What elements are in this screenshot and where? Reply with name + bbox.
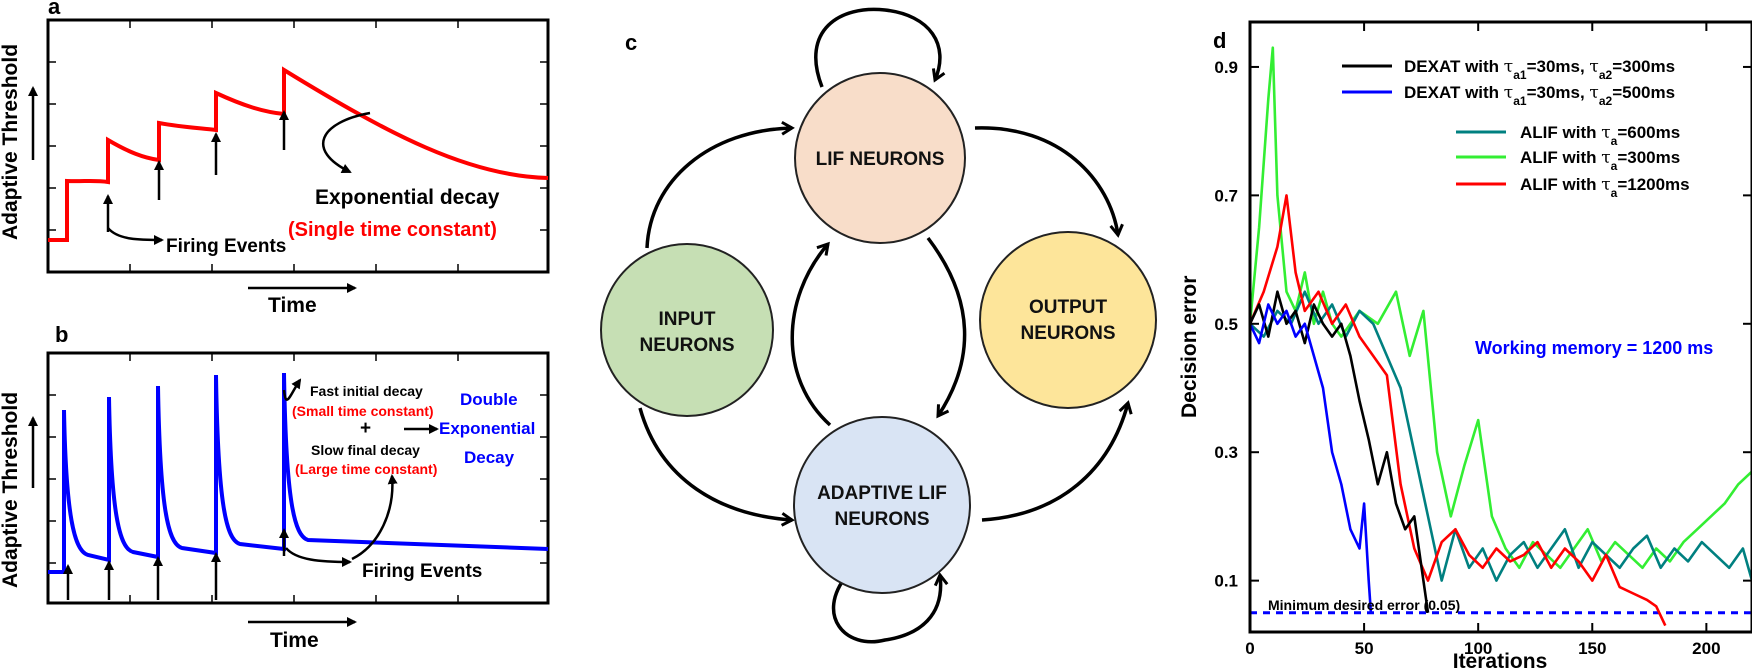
panel-b: b Adaptive Threshold Time bbox=[0, 322, 550, 652]
panel-c-label: c bbox=[625, 30, 637, 55]
edge-adaptive-self-loop bbox=[831, 572, 949, 644]
panel-a-decay-pointer bbox=[321, 111, 371, 174]
node-input-label-line2: NEURONS bbox=[639, 335, 734, 356]
node-input: INPUT NEURONS bbox=[600, 243, 774, 417]
panel-a-threshold-curve bbox=[48, 66, 549, 242]
legend-entry-1: DEXAT with τa1=30ms, τa2=500ms bbox=[1404, 83, 1675, 108]
edge-lif-to-adaptive bbox=[926, 236, 967, 419]
panel-a: a Adaptive Threshold Time Firin bbox=[0, 0, 550, 317]
panel-a-spike-arrows bbox=[103, 110, 289, 232]
edge-input-to-lif bbox=[645, 120, 795, 249]
panel-b-slow-pointer bbox=[351, 474, 398, 561]
panel-d-memory-label: Working memory = 1200 ms bbox=[1475, 338, 1713, 358]
panel-d-ylabel: Decision error bbox=[1178, 276, 1201, 418]
series-line-3 bbox=[1248, 46, 1752, 570]
panel-b-spike-arrows bbox=[63, 528, 289, 600]
panel-b-ticks bbox=[48, 353, 548, 603]
xtick-label: 200 bbox=[1692, 639, 1720, 658]
panel-b-large-label: (Large time constant) bbox=[295, 461, 437, 477]
xtick-label: 50 bbox=[1355, 639, 1374, 658]
panel-b-frame bbox=[46, 351, 550, 605]
panel-b-double-label: Double bbox=[460, 390, 518, 409]
edge-input-to-adaptive bbox=[638, 407, 795, 527]
panel-d: d 0.1 0.3 0.5 0.7 0.9 0 50 100 150 200 Decision … bbox=[1178, 20, 1752, 671]
panel-b-fast-label: Fast initial decay bbox=[310, 383, 423, 399]
edge-lif-to-output bbox=[974, 126, 1124, 238]
xtick-label: 150 bbox=[1578, 639, 1606, 658]
panel-d-yticks: 0.1 0.3 0.5 0.7 0.9 bbox=[1214, 58, 1752, 591]
node-output-label-line2: NEURONS bbox=[1020, 323, 1115, 344]
edge-adaptive-to-output bbox=[981, 400, 1133, 522]
panel-a-label: a bbox=[48, 0, 61, 19]
panel-b-firing-label: Firing Events bbox=[362, 561, 482, 582]
edge-lif-self-loop bbox=[814, 7, 946, 88]
panel-a-firing-label: Firing Events bbox=[166, 236, 286, 257]
panel-b-threshold-curve bbox=[48, 372, 549, 574]
legend-entry-0: DEXAT with τa1=30ms, τa2=300ms bbox=[1404, 57, 1675, 82]
node-adaptive-label-line1: ADAPTIVE LIF bbox=[817, 483, 947, 504]
panel-a-firing-pointer bbox=[107, 227, 164, 245]
series-line-2 bbox=[1249, 290, 1752, 582]
series-line-4 bbox=[1248, 194, 1667, 627]
edge-adaptive-to-lif bbox=[790, 241, 832, 427]
panel-a-decay-label: Exponential decay bbox=[315, 186, 500, 209]
panel-b-exponential-label: Exponential bbox=[439, 419, 535, 438]
node-input-label-line1: INPUT bbox=[659, 309, 716, 330]
xtick-label: 0 bbox=[1245, 639, 1254, 658]
legend-entry-3: ALIF with τa=300ms bbox=[1520, 148, 1680, 173]
panel-c: c LIF NEURONS INPUT NEURONS OUTPUT NEURO… bbox=[600, 7, 1157, 644]
node-input-circle bbox=[600, 243, 774, 417]
panel-d-min-error-label: Minimum desired error (0.05) bbox=[1268, 597, 1460, 613]
panel-a-ticks bbox=[48, 20, 548, 272]
ytick-label: 0.3 bbox=[1214, 443, 1238, 462]
xtick-label: 100 bbox=[1464, 639, 1492, 658]
ytick-label: 0.5 bbox=[1214, 315, 1238, 334]
ytick-label: 0.7 bbox=[1214, 186, 1238, 205]
panel-d-frame bbox=[1248, 20, 1752, 634]
node-adaptive-circle bbox=[793, 416, 971, 594]
panel-b-slow-label: Slow final decay bbox=[311, 442, 420, 458]
panel-d-label: d bbox=[1213, 28, 1226, 53]
legend-entry-2: ALIF with τa=600ms bbox=[1520, 123, 1680, 148]
panel-b-firing-pointer bbox=[285, 547, 352, 567]
series-line-0 bbox=[1248, 290, 1430, 613]
panel-b-ylabel: Adaptive Threshold bbox=[0, 392, 22, 588]
panel-a-xlabel: Time bbox=[268, 294, 317, 317]
legend-entry-4: ALIF with τa=1200ms bbox=[1520, 175, 1690, 200]
node-output-circle bbox=[979, 231, 1157, 409]
ytick-label: 0.1 bbox=[1214, 572, 1238, 591]
panel-b-xlabel: Time bbox=[270, 629, 319, 652]
panel-d-plot bbox=[1248, 46, 1752, 627]
panel-a-constant-label: (Single time constant) bbox=[288, 219, 497, 241]
panel-b-label: b bbox=[55, 322, 68, 347]
panel-b-fast-pointer bbox=[282, 378, 302, 401]
panel-b-decay-label: Decay bbox=[464, 448, 515, 467]
series-line-1 bbox=[1248, 303, 1373, 613]
ytick-label: 0.9 bbox=[1214, 58, 1238, 77]
node-output: OUTPUT NEURONS bbox=[979, 231, 1157, 409]
panel-a-ylabel: Adaptive Threshold bbox=[0, 44, 22, 240]
node-lif-circle bbox=[794, 72, 966, 244]
panel-b-plus: + bbox=[360, 418, 371, 439]
panel-d-xlabel: Iterations bbox=[1453, 650, 1548, 671]
panel-c-connections bbox=[638, 7, 1133, 644]
node-adaptive: ADAPTIVE LIF NEURONS bbox=[793, 416, 971, 594]
node-lif: LIF NEURONS bbox=[794, 72, 966, 244]
node-output-label-line1: OUTPUT bbox=[1029, 297, 1108, 318]
node-adaptive-label-line2: NEURONS bbox=[834, 509, 929, 530]
panel-d-xticks: 0 50 100 150 200 bbox=[1245, 22, 1721, 658]
panel-b-small-label: (Small time constant) bbox=[292, 403, 434, 419]
node-lif-label: LIF NEURONS bbox=[816, 149, 945, 170]
